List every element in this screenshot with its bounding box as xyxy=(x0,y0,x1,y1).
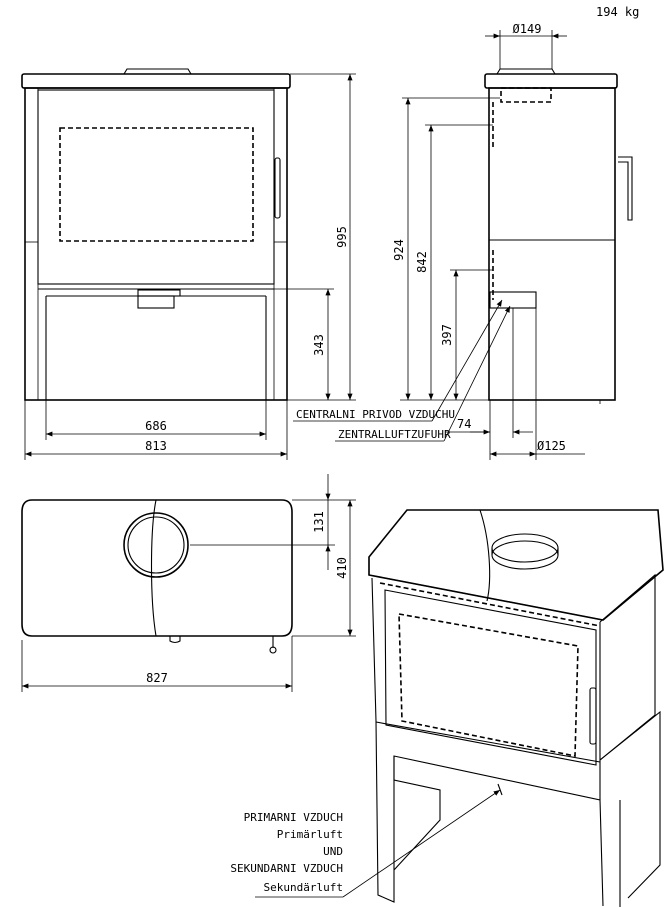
dim-ash-door-height: 343 xyxy=(312,334,326,356)
side-door-handle xyxy=(618,156,633,221)
front-height-dimensions: 995 343 xyxy=(266,73,356,401)
dim-flue-diameter: Ø149 xyxy=(513,22,542,36)
front-body xyxy=(24,87,288,401)
dim-air-inlet-diameter: Ø125 xyxy=(537,439,566,453)
dim-air-inlet-height: 397 xyxy=(440,324,454,346)
iso-door xyxy=(384,589,597,766)
dim-flue-height: 924 xyxy=(392,239,406,261)
dim-top-width: 827 xyxy=(146,671,168,685)
side-air-inlet xyxy=(489,291,537,309)
dim-top-depth-offset: 131 xyxy=(312,511,326,533)
weight-label: 194 kg xyxy=(596,5,639,19)
dim-top-depth: 410 xyxy=(335,557,349,579)
top-plate-outline xyxy=(21,499,293,637)
side-height-dimensions: 924 842 397 xyxy=(392,97,500,401)
front-glass-window xyxy=(59,127,254,242)
central-air-callout: CENTRALNI PRIVOD VZDUCHU ZENTRALLUFTZUFU… xyxy=(293,299,511,442)
iso-glass-window xyxy=(398,613,579,757)
side-view xyxy=(484,68,633,404)
label-primary-cz: PRIMARNI VZDUCH xyxy=(244,811,343,824)
label-primary-de: Primärluft xyxy=(277,828,343,841)
label-secondary-cz: SEKUNDARNI VZDUCH xyxy=(230,862,343,875)
front-width-dimensions: 686 813 xyxy=(24,400,288,460)
label-central-air-cz: CENTRALNI PRIVOD VZDUCHU xyxy=(296,408,455,421)
front-door-handle xyxy=(274,157,281,219)
dim-side-height: 842 xyxy=(415,251,429,273)
label-und: UND xyxy=(323,845,343,858)
iso-door-handle xyxy=(589,687,597,745)
label-secondary-de: Sekundärluft xyxy=(264,881,343,894)
side-body xyxy=(488,87,616,401)
dim-air-inlet-offset: 74 xyxy=(457,417,471,431)
iso-flue-collar xyxy=(491,540,559,570)
dim-inner-width: 686 xyxy=(145,419,167,433)
top-view xyxy=(21,499,293,654)
label-central-air-de: ZENTRALLUFTZUFUHR xyxy=(338,428,451,441)
front-view xyxy=(21,68,291,401)
dim-total-width: 813 xyxy=(145,439,167,453)
dim-total-height: 995 xyxy=(335,226,349,248)
side-flue-dimension: Ø149 xyxy=(485,22,567,69)
front-door xyxy=(37,89,275,285)
side-bottom-dimensions: 74 Ø125 xyxy=(445,308,585,460)
top-flue-outer xyxy=(123,512,189,578)
front-air-control xyxy=(137,295,175,309)
top-plate-joint xyxy=(150,499,157,637)
side-flue-collar xyxy=(496,68,556,75)
top-flue-inner xyxy=(127,516,185,574)
air-control-callout: PRIMARNI VZDUCH Primärluft UND SEKUNDARN… xyxy=(230,789,501,898)
front-top-plate xyxy=(21,73,291,89)
side-flue-hidden xyxy=(500,87,552,103)
isometric-view xyxy=(368,509,664,907)
front-flue-collar xyxy=(123,68,192,75)
side-top-plate xyxy=(484,73,618,89)
top-view-dimensions: 827 131 410 xyxy=(21,474,356,692)
